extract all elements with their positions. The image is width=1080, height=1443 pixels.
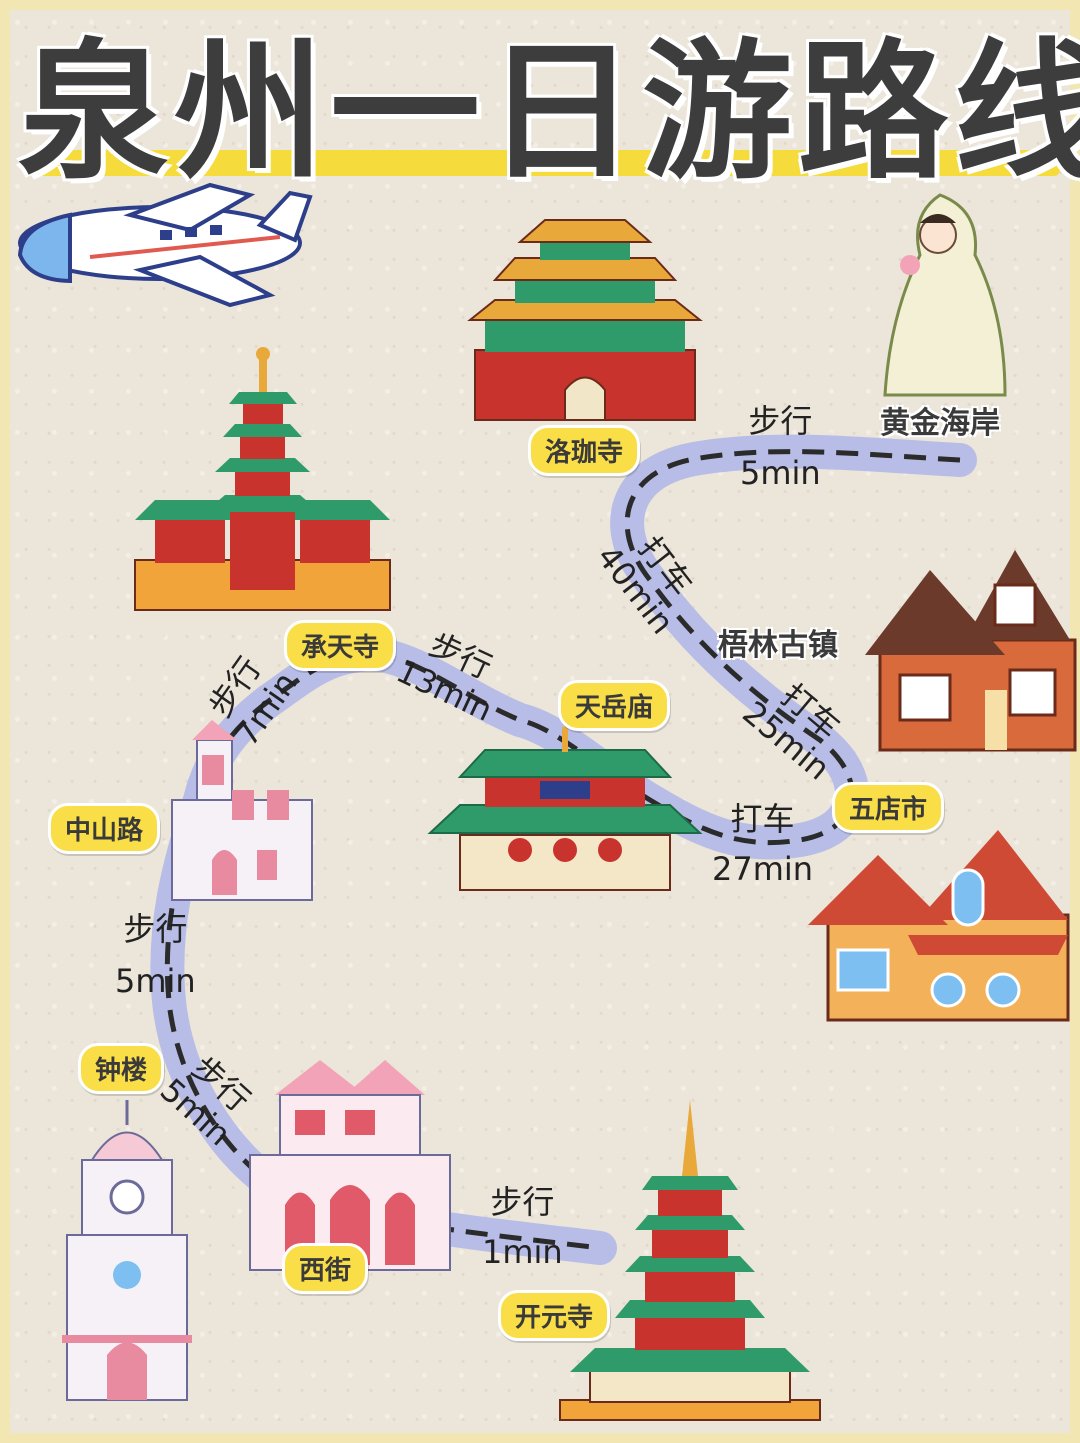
place-label-huangjin: 黄金海岸 [880,406,1000,441]
leg-label-a: 步行 5min [740,402,821,492]
place-label-tianyue: 天岳庙 [558,680,671,731]
zhongshan-building-illustration [171,720,313,901]
place-label-luojia: 洛珈寺 [528,425,641,476]
place-label-chengtian: 承天寺 [284,620,397,671]
leg-label-d: 打车 27min [712,800,813,888]
place-label-zhongshan: 中山路 [48,803,161,854]
wudianshi-house-illustration [808,830,1070,1022]
airplane-icon [17,182,313,308]
title-underline [30,150,1060,176]
leg-time: 27min [712,850,814,888]
leg-mode: 打车 [730,800,795,838]
leg-time: 1min [482,1233,563,1271]
tianyue-temple-illustration [427,727,703,891]
bell-tower-illustration [62,1100,192,1401]
xijie-building-illustration [249,1060,451,1271]
place-label-zhilin: 梧林古镇 [718,628,838,663]
page-title: 泉州一日游路线 [18,26,1080,200]
leg-mode: 步行 [123,910,188,948]
place-label-zhonglou: 钟楼 [78,1043,165,1094]
route-path [150,434,977,1265]
leg-time: 5min [115,962,196,1000]
leg-mode: 步行 [490,1183,555,1221]
place-label-kaiyuan: 开元寺 [498,1290,611,1341]
place-label-wudian: 五店市 [832,782,945,833]
zhilin-house-illustration [865,550,1077,752]
leg-label-g: 步行 5min [115,910,196,1000]
guanyin-figure-illustration [883,193,1007,397]
leg-mode: 步行 [748,402,813,440]
leg-label-i: 步行 1min [482,1183,563,1271]
place-label-xijie: 西街 [282,1243,369,1294]
kaiyuan-pagoda-illustration [559,1100,821,1421]
leg-time: 5min [740,454,821,492]
chengtian-temple-illustration [134,347,391,611]
luojia-temple-illustration [467,219,703,421]
